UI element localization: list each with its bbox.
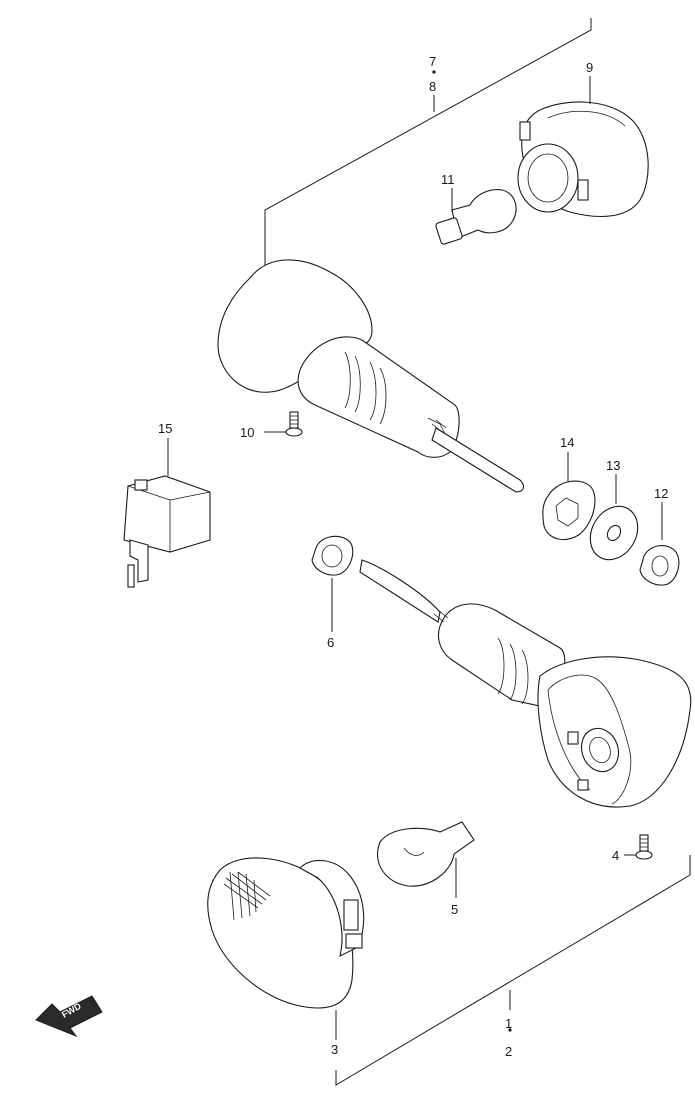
callout-2: 2 <box>505 1044 512 1059</box>
collar-nut-part-6 <box>311 535 354 632</box>
callout-4: 4 <box>612 848 619 863</box>
callout-12: 12 <box>654 486 668 501</box>
callout-15: 15 <box>158 421 172 436</box>
upper-assembly-bracket <box>264 18 592 268</box>
lower-assembly-bracket <box>335 855 691 1086</box>
screw-part-4 <box>624 834 653 860</box>
bulb-part-5 <box>376 821 475 898</box>
lower-turn-signal-body <box>359 559 692 808</box>
relay-part-15 <box>123 438 211 588</box>
callout-11: 11 <box>441 172 455 187</box>
screw-part-10 <box>264 411 303 437</box>
callout-8: 8 <box>429 79 436 94</box>
callout-labels: 1 2 3 4 5 6 7 8 9 10 11 12 13 14 15 <box>158 54 668 1059</box>
upper-turn-signal-body <box>217 259 525 493</box>
callout-3: 3 <box>331 1042 338 1057</box>
callout-1: 1 <box>505 1016 512 1031</box>
forward-direction-indicator: FWD <box>35 995 103 1038</box>
callout-13: 13 <box>606 458 620 473</box>
lens-housing-part-9 <box>517 76 649 217</box>
callout-9: 9 <box>586 60 593 75</box>
nut-part-14 <box>542 452 596 541</box>
washer-part-13 <box>589 474 639 561</box>
callout-7: 7 <box>429 54 436 69</box>
lens-part-3 <box>207 857 365 1040</box>
callout-5: 5 <box>451 902 458 917</box>
callout-14: 14 <box>560 435 574 450</box>
bulb-part-11 <box>435 188 517 245</box>
cap-nut-part-12 <box>639 502 680 586</box>
callout-6: 6 <box>327 635 334 650</box>
callout-10: 10 <box>240 425 254 440</box>
